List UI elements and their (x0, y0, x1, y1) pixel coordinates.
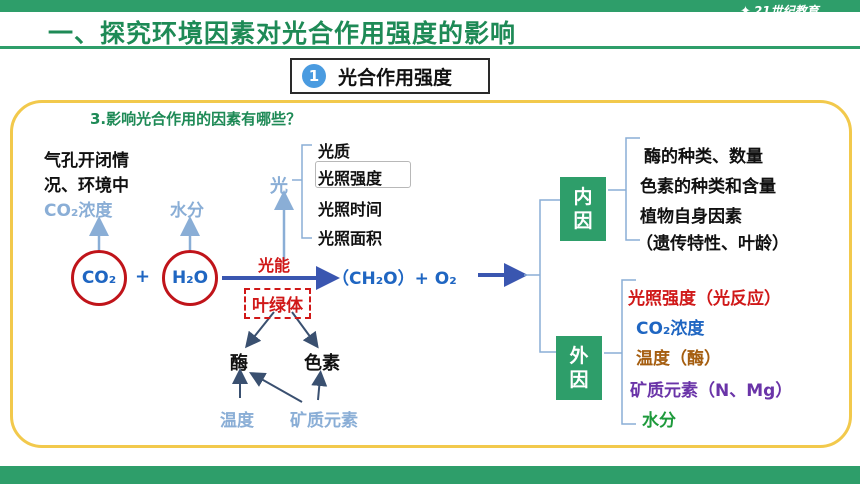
bottom-bar (0, 466, 860, 484)
arrow-mineral-enzyme (249, 372, 303, 403)
badge-text: 光合作用强度 (338, 66, 453, 89)
runner-icon: ✦ (740, 4, 751, 19)
section-badge: 1 光合作用强度 (290, 58, 490, 94)
temperature-label: 温度 (220, 411, 254, 431)
stomata-line-1: 气孔开闭情 (44, 151, 129, 171)
logo: ✦21世纪教育 (740, 4, 819, 19)
light-energy-label: 光能 (258, 256, 291, 275)
light-item: 光质 (318, 142, 351, 161)
arrow-mineral-pigment (311, 370, 328, 401)
question-text: 3.影响光合作用的因素有哪些？ (90, 110, 302, 128)
h2o-circle: H₂O (162, 250, 218, 306)
title-divider (0, 46, 860, 49)
co2-circle: CO₂ (71, 250, 127, 306)
internal-factor-item: 酶的种类、数量 (644, 147, 763, 167)
enzyme-label: 酶 (230, 353, 248, 374)
minerals-label: 矿质元素 (290, 411, 358, 431)
badge-number: 1 (302, 64, 326, 88)
internal-factor-item: 植物自身因素 (640, 207, 742, 227)
light-item: 光照时间 (318, 200, 383, 219)
external-factor-co2: CO₂浓度 (636, 319, 705, 339)
light-label: 光 (270, 176, 288, 197)
external-factors-box: 外 因 (556, 336, 602, 400)
plus-sign: + (135, 266, 151, 287)
external-factor-minerals: 矿质元素（N、Mg） (630, 381, 793, 401)
factor-bracket (539, 199, 562, 353)
internal-factors-box: 内 因 (560, 177, 606, 241)
light-item: 光照强度 (318, 169, 383, 188)
external-factor-water: 水分 (642, 411, 676, 431)
external-factor-light: 光照强度（光反应） (628, 289, 781, 309)
product-label: （CH₂O）+ O₂ (332, 269, 457, 289)
internal-factor-item: （遗传特性、叶龄） (636, 234, 789, 254)
light-bracket (301, 144, 312, 239)
co2-concentration-label: CO₂浓度 (44, 201, 113, 221)
light-intensity-frame (315, 161, 411, 188)
internal-factor-item: 色素的种类和含量 (640, 177, 776, 197)
page-title: 一、探究环境因素对光合作用强度的影响 (48, 19, 517, 48)
external-bracket (621, 279, 636, 425)
water-label: 水分 (170, 201, 204, 221)
top-bar (0, 0, 860, 12)
stomata-line-2: 况、环境中 (44, 176, 129, 196)
pigment-label: 色素 (304, 353, 340, 374)
external-factor-temperature: 温度（酶） (636, 349, 721, 369)
internal-bracket (625, 137, 640, 241)
light-item: 光照面积 (318, 229, 383, 248)
content-frame (10, 100, 852, 448)
chloroplast-label: 叶绿体 (244, 288, 311, 319)
